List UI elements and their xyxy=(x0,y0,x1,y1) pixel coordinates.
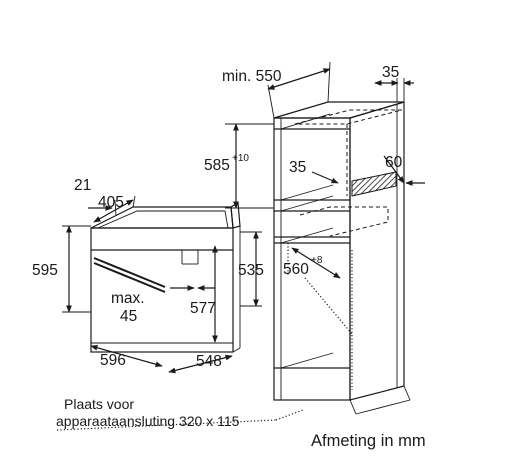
oven xyxy=(90,202,241,353)
label-35-top: 35 xyxy=(382,64,399,81)
label-560: 560 xyxy=(283,261,309,278)
label-595: 595 xyxy=(32,262,58,279)
label-548: 548 xyxy=(196,353,222,370)
label-min-550: min. 550 xyxy=(222,68,282,85)
cabinet xyxy=(273,101,411,415)
label-577: 577 xyxy=(190,300,216,317)
label-405: 405 xyxy=(98,194,124,211)
label-60: 60 xyxy=(385,154,403,171)
label-585-tolerance: +10 xyxy=(232,153,249,164)
label-535: 535 xyxy=(238,262,264,279)
labels: min. 550 35 585 +10 35 60 560 +8 21 405 … xyxy=(32,64,426,450)
units-label: Afmeting in mm xyxy=(311,432,426,450)
dimension-lines xyxy=(56,61,425,431)
label-560-tolerance: +8 xyxy=(311,255,323,266)
connection-note-line-1: Plaats voor xyxy=(64,396,134,412)
label-max: max. xyxy=(111,290,145,307)
connection-note-line-2: apparaataansluting 320 x 115 xyxy=(56,413,240,429)
label-21: 21 xyxy=(74,177,91,194)
label-596: 596 xyxy=(100,352,126,369)
label-585: 585 xyxy=(204,157,230,174)
label-max-value: 45 xyxy=(120,308,137,325)
label-35-mid: 35 xyxy=(289,159,306,176)
